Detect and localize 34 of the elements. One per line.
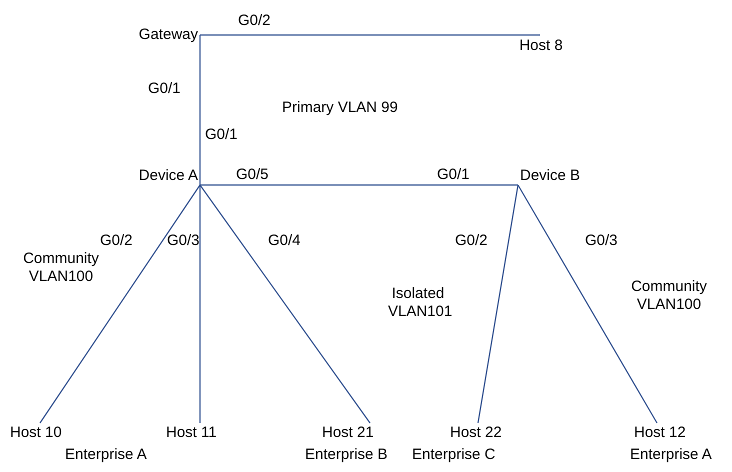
connector-line <box>200 184 518 186</box>
node-label: Device A <box>118 167 198 184</box>
node-label: Host 21 <box>322 424 372 441</box>
node-label: Host 11 <box>166 424 228 441</box>
text-label: G0/2 <box>238 12 271 30</box>
text-label: Community VLAN100 <box>22 250 100 286</box>
connector-line <box>200 184 370 424</box>
text-label: G0/2 <box>100 232 133 250</box>
node-label: Host 8 <box>514 37 568 54</box>
text-label: Primary VLAN 99 <box>282 99 398 117</box>
connector-line <box>517 184 658 424</box>
caption-text: Enterprise A <box>65 446 147 464</box>
connector-line <box>200 34 540 36</box>
node-label: Host 22 <box>450 424 506 441</box>
text-label: G0/4 <box>268 232 301 250</box>
text-label: G0/3 <box>167 232 200 250</box>
node-label: Host 12 <box>634 424 690 441</box>
connector-line <box>40 184 200 424</box>
text-label: G0/2 <box>455 232 488 250</box>
text-label: G0/1 <box>205 126 238 144</box>
node-label: Host 10 <box>10 424 72 441</box>
connector-line <box>199 35 201 185</box>
caption-text: Enterprise C <box>412 446 496 464</box>
caption-text: Enterprise A <box>630 446 712 464</box>
text-label: G0/1 <box>148 80 181 98</box>
connector-line <box>477 184 519 424</box>
connector-line <box>199 185 201 423</box>
text-label: Community VLAN100 <box>630 278 708 314</box>
caption-text: Enterprise B <box>305 446 388 464</box>
text-label: G0/5 <box>236 166 269 184</box>
text-label: G0/3 <box>585 232 618 250</box>
node-label: Device B <box>520 167 600 184</box>
node-label: Gateway <box>118 26 198 43</box>
text-label: G0/1 <box>437 166 470 184</box>
